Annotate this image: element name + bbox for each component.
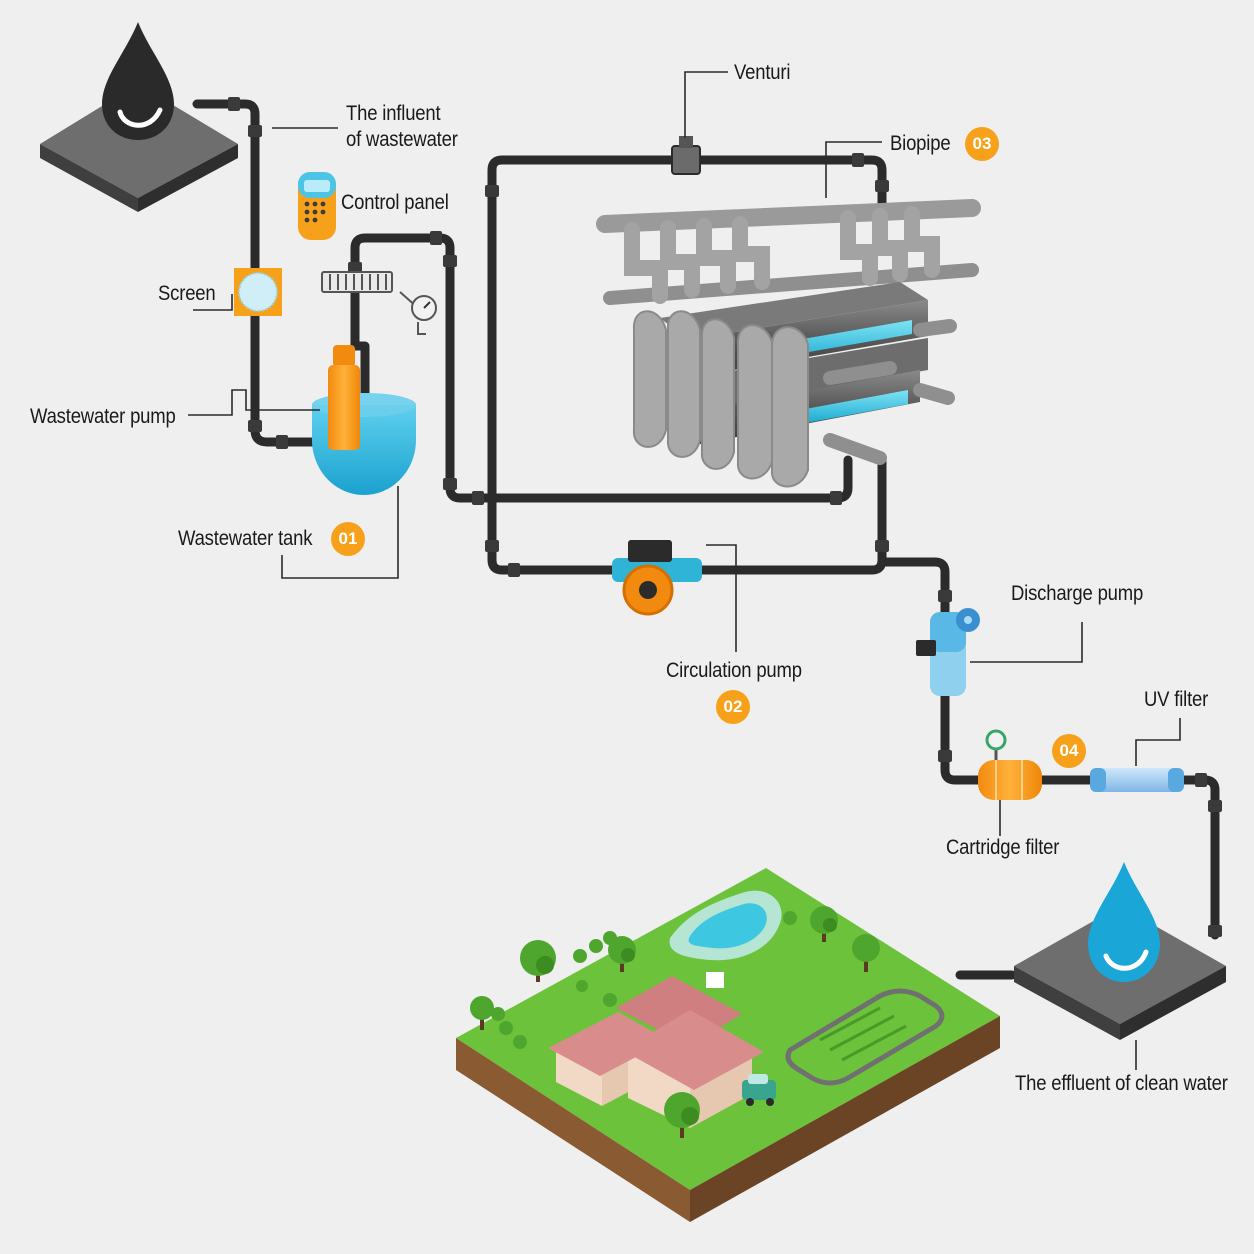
label-influent-line2: of wastewater <box>346 128 458 151</box>
discharge-out-pipe <box>940 685 990 785</box>
tank-riser-pipe <box>350 233 853 503</box>
label-effluent: The effluent of clean water <box>1015 1072 1228 1095</box>
label-wastewater-pump: Wastewater pump <box>30 405 176 428</box>
trees <box>470 906 880 1138</box>
garden-landscape <box>456 868 1000 1222</box>
label-influent: The influent of wastewater <box>346 101 458 153</box>
control-panel <box>298 172 336 240</box>
label-circulation-pump: Circulation pump <box>666 659 802 682</box>
label-wastewater-tank: Wastewater tank <box>178 527 313 550</box>
screen-filter <box>234 268 282 316</box>
pond <box>669 890 782 961</box>
pressure-gauge-icon <box>399 291 437 335</box>
label-screen: Screen <box>158 282 216 305</box>
wastewater-pump <box>328 345 360 450</box>
venturi <box>671 136 701 175</box>
treatment-beds <box>785 988 945 1086</box>
uv-filter <box>1090 768 1184 792</box>
label-control-panel: Control panel <box>341 191 449 214</box>
dirty-water-drop-icon <box>102 22 174 140</box>
car-icon <box>742 1074 776 1106</box>
badge-tank: 01 <box>331 522 365 556</box>
leader-lines <box>188 71 1181 1070</box>
air-diffuser <box>321 271 393 293</box>
influent-plate <box>40 84 238 212</box>
discharge-pump <box>916 608 980 696</box>
label-influent-line1: The influent <box>346 102 441 125</box>
label-venturi: Venturi <box>734 61 791 84</box>
label-discharge-pump: Discharge pump <box>1011 582 1144 605</box>
clean-water-drop-icon <box>1088 862 1160 982</box>
label-uv-filter: UV filter <box>1144 688 1209 711</box>
discharge-pipe <box>877 557 950 625</box>
biopipe-module <box>596 199 981 488</box>
wastewater-tank <box>312 393 416 495</box>
house <box>548 972 764 1128</box>
pipe-network <box>192 99 1220 980</box>
pipe-joints <box>228 97 1222 937</box>
badge-circulation: 02 <box>716 690 750 724</box>
treatment-bed-lines <box>819 1006 907 1062</box>
badge-biopipe: 03 <box>965 127 999 161</box>
circulation-pump <box>612 540 702 616</box>
label-cartridge-filter: Cartridge filter <box>946 836 1060 859</box>
label-biopipe: Biopipe <box>890 132 951 155</box>
badge-filter: 04 <box>1052 734 1086 768</box>
cartridge-filter <box>978 729 1042 800</box>
circulation-loop-pipe <box>487 155 887 575</box>
